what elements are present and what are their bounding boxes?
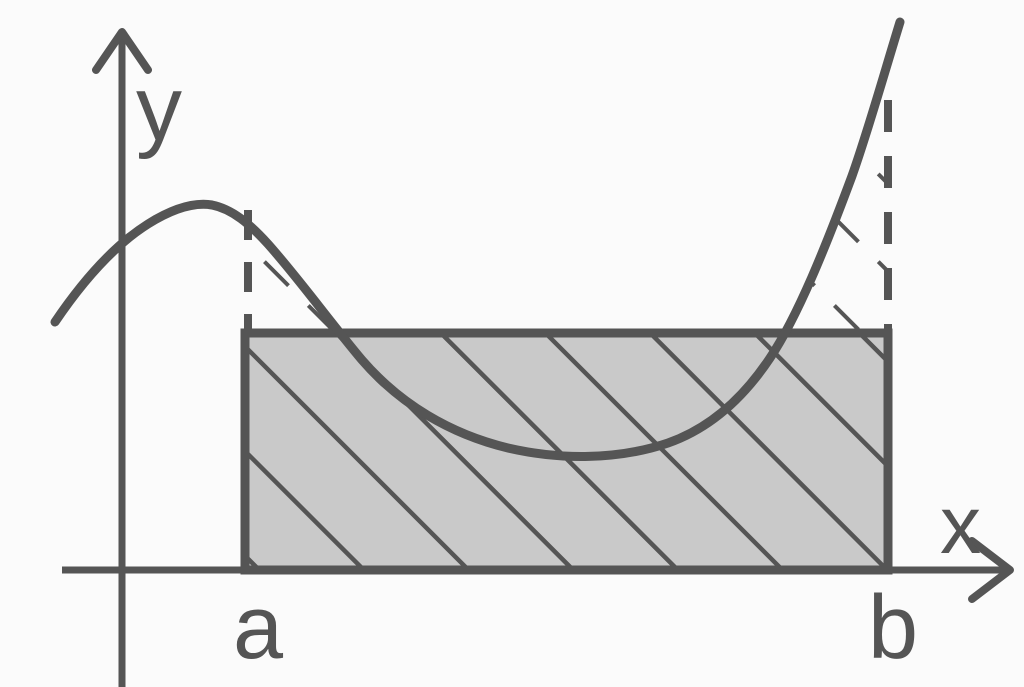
- rectangle-hatching: [245, 333, 888, 570]
- x-axis-label: x: [940, 480, 981, 571]
- lower-bound-label-a: a: [233, 578, 284, 678]
- upper-bound-label-b: b: [868, 578, 918, 678]
- y-axis-arrowhead: [92, 28, 152, 74]
- function-curve: [50, 17, 905, 461]
- x-axis-arrowhead: [968, 537, 1014, 603]
- y-axis-label: y: [136, 58, 182, 160]
- mean-value-rectangle: [240, 328, 893, 575]
- rectangle-outline: [240, 328, 893, 575]
